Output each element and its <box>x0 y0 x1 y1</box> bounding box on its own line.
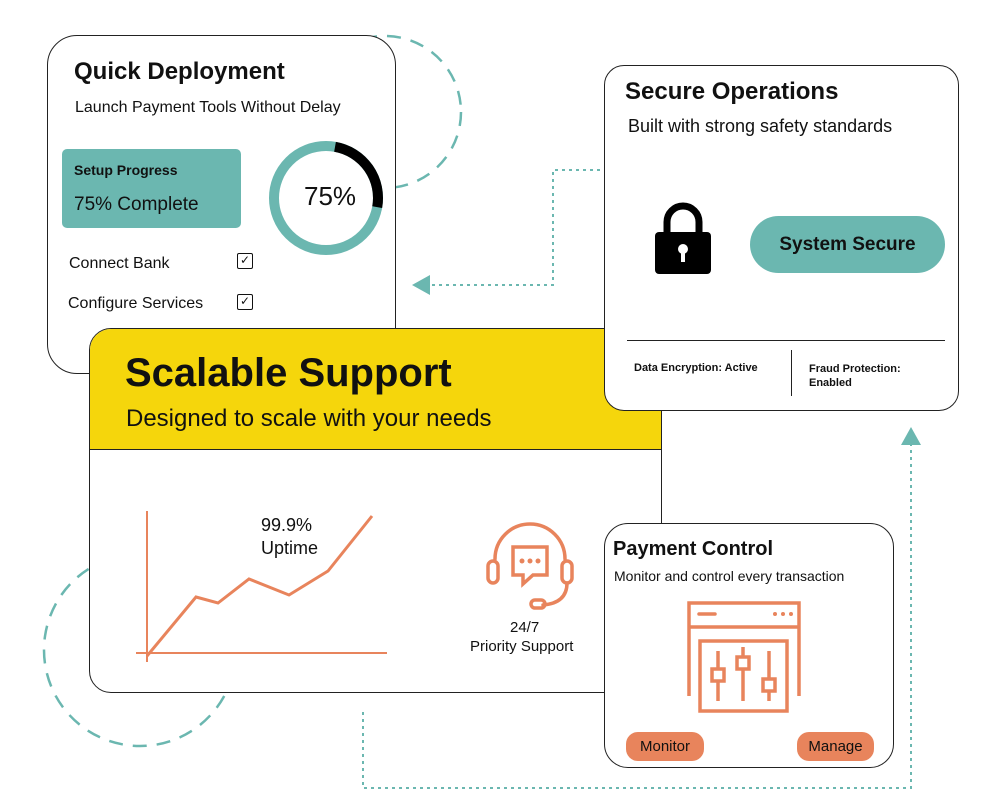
lock-icon <box>655 202 711 274</box>
checkbox-configure-services[interactable]: ✓ <box>237 294 253 310</box>
secure-operations-card: Secure Operations Built with strong safe… <box>604 65 959 411</box>
card-title: Scalable Support <box>125 351 452 395</box>
quick-deployment-card: Quick Deployment Launch Payment Tools Wi… <box>47 35 396 374</box>
headset-icon <box>486 522 574 610</box>
card-subtitle: Monitor and control every transaction <box>614 568 845 584</box>
card-subtitle: Built with strong safety standards <box>628 116 893 136</box>
progress-text: 75% Complete <box>74 194 199 215</box>
support-hours: 24/7 <box>510 619 540 636</box>
system-secure-button[interactable]: System Secure <box>750 216 945 273</box>
card-title: Payment Control <box>613 538 774 560</box>
manage-button[interactable]: Manage <box>797 732 874 761</box>
card-subtitle: Launch Payment Tools Without Delay <box>75 99 341 116</box>
fraud-status: Fraud Protection: Enabled <box>809 363 901 389</box>
support-label: Priority Support <box>470 638 574 655</box>
progress-label: Setup Progress <box>74 162 178 178</box>
uptime-label: Uptime <box>261 538 319 558</box>
dotted-connector-bottom <box>362 445 912 789</box>
card-title: Secure Operations <box>625 78 839 105</box>
header-band <box>90 329 661 450</box>
arrow-left-icon <box>412 275 430 295</box>
scalable-support-card: Scalable Support Designed to scale with … <box>89 328 662 693</box>
divider <box>791 350 792 396</box>
dotted-connector-left <box>430 169 600 286</box>
control-panel-icon <box>687 601 801 713</box>
arrow-up-icon <box>901 427 921 445</box>
uptime-value: 99.9% <box>261 515 313 535</box>
card-subtitle: Designed to scale with your needs <box>126 405 492 432</box>
card-title: Quick Deployment <box>74 58 285 85</box>
encryption-status: Data Encryption: Active <box>634 362 758 374</box>
payment-control-card: Payment Control Monitor and control ever… <box>604 523 894 768</box>
ring-label: 75% <box>304 181 357 211</box>
checklist-item-configure-services: Configure Services <box>68 295 204 312</box>
checklist-item-connect-bank: Connect Bank <box>69 255 170 272</box>
progress-box: Setup Progress 75% Complete <box>62 149 241 228</box>
checkbox-connect-bank[interactable]: ✓ <box>237 253 253 269</box>
dashed-arc-top <box>307 34 463 190</box>
progress-ring <box>269 141 383 255</box>
uptime-line <box>145 515 374 657</box>
uptime-chart <box>136 511 387 662</box>
divider <box>627 340 945 341</box>
monitor-button[interactable]: Monitor <box>626 732 704 761</box>
